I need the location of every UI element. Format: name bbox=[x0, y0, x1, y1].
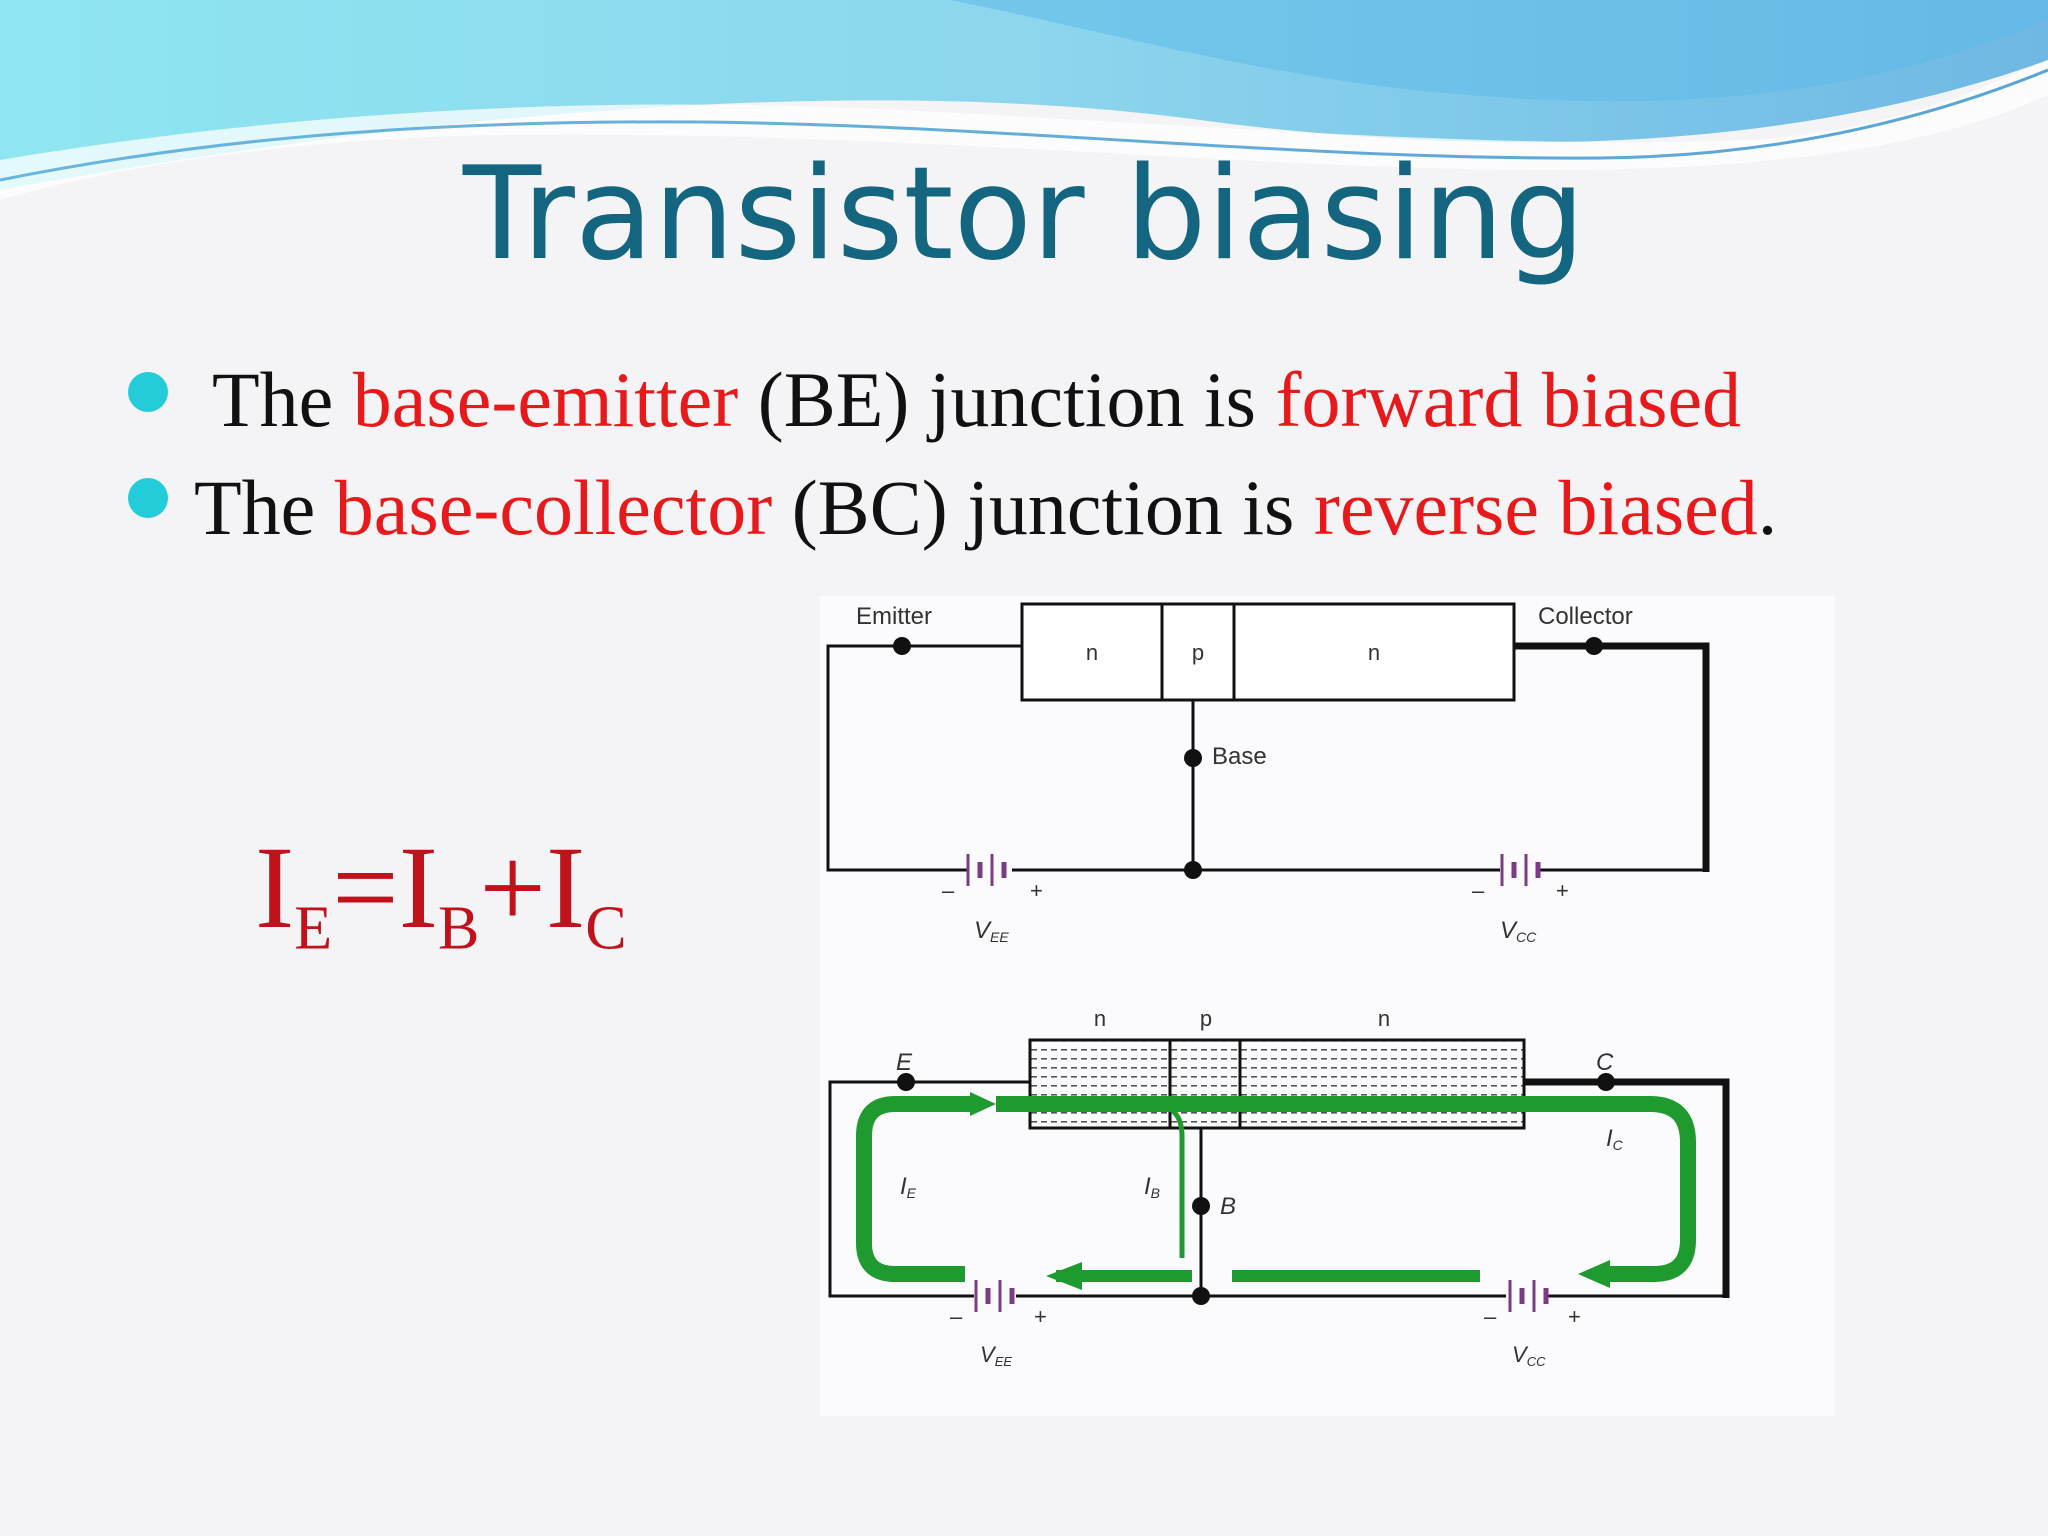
bottom-region-p: p bbox=[1200, 1006, 1212, 1031]
emitter-current-arrow bbox=[856, 1096, 970, 1282]
top-vee-plus: + bbox=[1030, 878, 1043, 903]
formula-sub-b: B bbox=[438, 894, 480, 963]
formula-ib: I bbox=[398, 822, 439, 953]
bullet-2: The base-collector (BC) junction is reve… bbox=[194, 463, 1777, 553]
top-emitter-label: Emitter bbox=[856, 603, 932, 630]
bullet-1-highlight-base-emitter: base-emitter bbox=[352, 356, 739, 443]
bottom-ib-label: IB bbox=[1144, 1173, 1160, 1201]
slide-title: Transistor biasing bbox=[462, 140, 1586, 289]
bottom-vee-minus: – bbox=[950, 1304, 963, 1329]
collector-current-arrow bbox=[996, 1096, 1696, 1282]
bottom-emitter-node bbox=[897, 1073, 915, 1091]
bullet-2-part-1: The bbox=[194, 464, 335, 551]
bottom-region-n2: n bbox=[1378, 1006, 1390, 1031]
bottom-vcc-plus: + bbox=[1568, 1304, 1581, 1329]
bottom-b-label: B bbox=[1220, 1193, 1236, 1220]
top-vcc-battery-icon bbox=[1500, 854, 1541, 886]
bullet-2-part-5: . bbox=[1757, 464, 1778, 551]
top-vee-battery-icon bbox=[966, 854, 1007, 886]
top-ground-node bbox=[1184, 861, 1202, 879]
bottom-npn-block bbox=[1028, 1038, 1526, 1130]
bottom-vee-battery-icon bbox=[974, 1280, 1015, 1312]
formula-ie: I bbox=[255, 822, 295, 953]
base-current-arrowhead bbox=[1046, 1262, 1082, 1290]
header-wave-decoration bbox=[0, 0, 2048, 200]
top-collector-node bbox=[1585, 637, 1603, 655]
bottom-vee-label: VEE bbox=[980, 1342, 1012, 1369]
collector-current-arrowhead bbox=[1578, 1260, 1610, 1288]
bottom-collector-node bbox=[1597, 1073, 1615, 1091]
bullet-1-part-1: The bbox=[212, 356, 353, 443]
top-region-p: p bbox=[1192, 640, 1204, 665]
bottom-vee-plus: + bbox=[1034, 1304, 1047, 1329]
top-vee-label: VEE bbox=[974, 917, 1009, 945]
formula-plus: + bbox=[479, 822, 546, 953]
bullet-1-highlight-forward-biased: forward biased bbox=[1275, 356, 1742, 443]
bullet-2-highlight-base-collector: base-collector bbox=[334, 464, 773, 551]
bottom-vcc-minus: – bbox=[1484, 1304, 1497, 1329]
bullet-1-part-3: (BE) junction is bbox=[738, 356, 1276, 443]
top-base-label: Base bbox=[1212, 743, 1267, 770]
top-circuit-diagram: n p n Emitter Collector Base bbox=[826, 602, 1710, 945]
bullet-2-part-3: (BC) junction is bbox=[772, 464, 1314, 551]
top-vee-minus: – bbox=[942, 878, 955, 903]
top-vcc-plus: + bbox=[1556, 878, 1569, 903]
current-formula: IE=IB+IC bbox=[255, 820, 627, 965]
top-vcc-label: VCC bbox=[1500, 917, 1537, 945]
top-collector-label: Collector bbox=[1538, 603, 1633, 630]
top-collector-wire bbox=[1514, 642, 1710, 872]
bottom-vcc-battery-icon bbox=[1508, 1280, 1549, 1312]
top-base-node bbox=[1184, 749, 1202, 767]
bullet-dot-2 bbox=[128, 478, 168, 518]
top-emitter-wire bbox=[826, 644, 1022, 872]
bullet-dot-1 bbox=[128, 372, 168, 412]
bottom-e-label: E bbox=[896, 1049, 913, 1076]
top-region-n1: n bbox=[1086, 640, 1098, 665]
bottom-c-label: C bbox=[1596, 1049, 1614, 1076]
bullet-2-highlight-reverse-biased: reverse biased bbox=[1313, 464, 1758, 551]
bottom-ic-label: IC bbox=[1606, 1125, 1624, 1153]
top-npn-block bbox=[1020, 602, 1516, 702]
base-current-arrow bbox=[1149, 1101, 1185, 1258]
transistor-diagram-panel: n p n Emitter Collector Base bbox=[820, 596, 1835, 1416]
bottom-vcc-label: VCC bbox=[1512, 1342, 1546, 1369]
bottom-ground-node bbox=[1192, 1287, 1210, 1305]
formula-sub-e: E bbox=[294, 894, 333, 963]
bottom-region-n1: n bbox=[1094, 1006, 1106, 1031]
formula-ic: I bbox=[545, 822, 586, 953]
top-emitter-node bbox=[893, 637, 911, 655]
formula-equals: = bbox=[332, 822, 399, 953]
top-vcc-minus: – bbox=[1472, 878, 1485, 903]
top-region-n2: n bbox=[1368, 640, 1380, 665]
bottom-emitter-wire bbox=[828, 1080, 1030, 1298]
bullet-1: The base-emitter (BE) junction is forwar… bbox=[212, 355, 1741, 445]
bottom-circuit-diagram: n p n bbox=[828, 1006, 1730, 1369]
bottom-base-node bbox=[1192, 1197, 1210, 1215]
bottom-collector-wire bbox=[1524, 1078, 1730, 1298]
bottom-ie-label: IE bbox=[900, 1173, 917, 1201]
emitter-current-arrowhead bbox=[970, 1092, 996, 1116]
formula-sub-c: C bbox=[585, 894, 627, 963]
